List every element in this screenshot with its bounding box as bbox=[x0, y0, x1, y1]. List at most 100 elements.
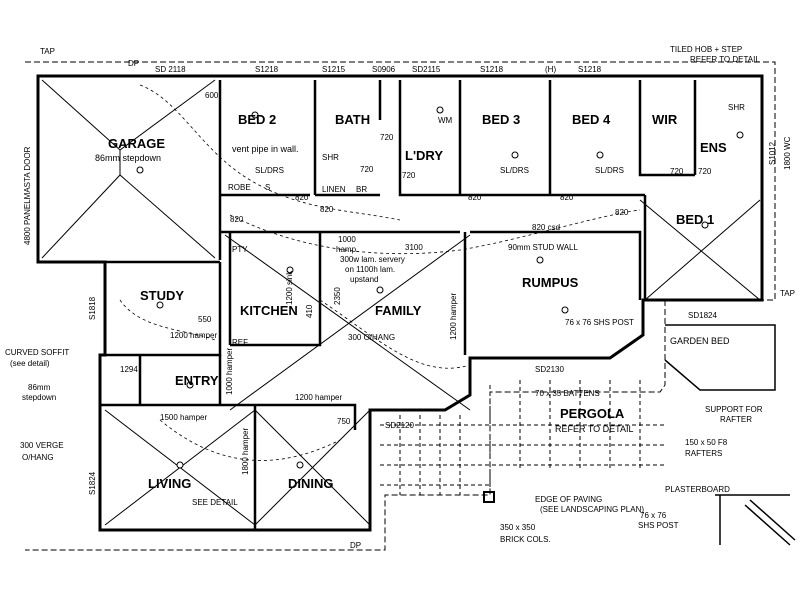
plasterboard-label: PLASTERBOARD bbox=[665, 485, 730, 494]
see-detail2: SEE DETAIL bbox=[192, 498, 238, 507]
v720d: 720 bbox=[670, 167, 684, 176]
v300-ohang: 300 O/HANG bbox=[348, 333, 395, 342]
roof-outline bbox=[25, 61, 776, 551]
s1824: S1824 bbox=[88, 471, 97, 495]
refer-detail: REFER TO DETAIL bbox=[690, 55, 760, 64]
pergola-note: REFER TO DETAIL bbox=[555, 424, 634, 434]
pergola-label: PERGOLA bbox=[560, 406, 625, 421]
ohang: O/HANG bbox=[22, 453, 54, 462]
s1215: S1215 bbox=[322, 65, 346, 74]
v1294: 1294 bbox=[120, 365, 138, 374]
ens-shr-label: SHR bbox=[728, 103, 745, 112]
rafters2: RAFTERS bbox=[685, 449, 722, 458]
dp-label: DP bbox=[128, 59, 139, 68]
wir-label: WIR bbox=[652, 112, 678, 127]
garage-roof-lines bbox=[41, 79, 216, 259]
electrical-wiring bbox=[119, 84, 641, 461]
v300-verge: 300 VERGE bbox=[20, 441, 64, 450]
v820c: 820 bbox=[468, 193, 482, 202]
v2350: 2350 bbox=[333, 287, 342, 305]
sink-label: 1200 sink bbox=[285, 270, 294, 305]
v820e: 820 bbox=[615, 208, 629, 217]
rumpus-label: RUMPUS bbox=[522, 275, 579, 290]
shs-post: 76 x 76 SHS POST bbox=[565, 318, 634, 327]
dp-right: DP bbox=[350, 541, 361, 550]
panel-door: 4800 PANELMASTA DOOR bbox=[23, 146, 32, 245]
bed3-label: BED 3 bbox=[482, 112, 520, 127]
rafters: 150 x 50 F8 bbox=[685, 438, 728, 447]
s1012: S1012 bbox=[768, 141, 777, 165]
v410: 410 bbox=[305, 304, 314, 318]
study-label: STUDY bbox=[140, 288, 184, 303]
v720e: 720 bbox=[698, 167, 712, 176]
bed1-label: BED 1 bbox=[676, 212, 714, 227]
sd2130: SD2130 bbox=[535, 365, 564, 374]
corridor-wall bbox=[220, 230, 642, 300]
shr-label: SHR bbox=[322, 153, 339, 162]
v550: 550 bbox=[198, 315, 212, 324]
bed4-label: BED 4 bbox=[572, 112, 611, 127]
sl-drs-a: SL/DRS bbox=[255, 166, 284, 175]
garden-bed bbox=[664, 324, 776, 391]
bed2-note: vent pipe in wall. bbox=[232, 144, 299, 154]
living-label: LIVING bbox=[148, 476, 191, 491]
tap-right: TAP bbox=[780, 289, 795, 298]
hamper-1500: 1500 hamper bbox=[160, 413, 207, 422]
stud-wall: 90mm STUD WALL bbox=[508, 243, 578, 252]
landscaping: (SEE LANDSCAPING PLAN) bbox=[540, 505, 644, 514]
pantry-label: PTY bbox=[232, 245, 248, 254]
lam-on: on 1100h lam. bbox=[345, 265, 395, 274]
brick-cols: 350 x 350 bbox=[500, 523, 536, 532]
hamp: hamp. bbox=[336, 245, 358, 254]
sd2120: SD2120 bbox=[385, 421, 414, 430]
bedroom-walls bbox=[218, 80, 697, 300]
hamper-b: 1200 hamper bbox=[170, 331, 217, 340]
garage-note: 86mm stepdown bbox=[95, 153, 161, 163]
external-walls bbox=[36, 74, 764, 532]
hamper-1000: 1000 hamper bbox=[225, 348, 234, 395]
v820a: 820 bbox=[295, 193, 309, 202]
v720b: 720 bbox=[360, 165, 374, 174]
linen-label: LINEN bbox=[322, 185, 346, 194]
hamper-d: 1200 hamper bbox=[295, 393, 342, 402]
v1800wc: 1800 WC bbox=[783, 136, 792, 170]
brick-column bbox=[483, 491, 495, 503]
rafter: RAFTER bbox=[720, 415, 752, 424]
s-label: S bbox=[265, 183, 270, 192]
br-label: BR bbox=[356, 185, 367, 194]
stepdown86: 86mm bbox=[28, 383, 51, 392]
s1818: S1818 bbox=[88, 296, 97, 320]
sd1824: SD1824 bbox=[688, 311, 717, 320]
tap-top: TAP bbox=[40, 47, 55, 56]
see-detail: (see detail) bbox=[10, 359, 50, 368]
v750: 750 bbox=[337, 417, 351, 426]
hamper-1800: 1800 hamper bbox=[241, 428, 250, 475]
upstand: upstand bbox=[350, 275, 378, 284]
h-label: (H) bbox=[545, 65, 556, 74]
v820d: 820 bbox=[560, 193, 574, 202]
s1218c: S1218 bbox=[578, 65, 602, 74]
garage-label: GARAGE bbox=[108, 136, 165, 151]
ref-label: REF bbox=[232, 338, 248, 347]
ens-label: ENS bbox=[700, 140, 727, 155]
v820csd: 820 csd bbox=[532, 223, 560, 232]
family-label: FAMILY bbox=[375, 303, 422, 318]
v720c: 720 bbox=[402, 171, 416, 180]
stepdown: stepdown bbox=[22, 393, 56, 402]
edge-paving: EDGE OF PAVING bbox=[535, 495, 602, 504]
shs-post2: 76 x 76 bbox=[640, 511, 667, 520]
laundry-label: L'DRY bbox=[405, 148, 443, 163]
garden-bed-label: GARDEN BED bbox=[670, 336, 730, 346]
curved-soffit: CURVED SOFFIT bbox=[5, 348, 69, 357]
roof-hip-lines bbox=[104, 199, 761, 526]
support: SUPPORT FOR bbox=[705, 405, 763, 414]
s0906: S0906 bbox=[372, 65, 396, 74]
v3100: 3100 bbox=[405, 243, 423, 252]
plasterboard-detail bbox=[715, 494, 796, 546]
v600: 600 bbox=[205, 91, 219, 100]
robe-label: ROBE bbox=[228, 183, 251, 192]
sl-drs-c: SL/DRS bbox=[595, 166, 624, 175]
living-walls bbox=[100, 355, 357, 530]
bed2-label: BED 2 bbox=[238, 112, 276, 127]
